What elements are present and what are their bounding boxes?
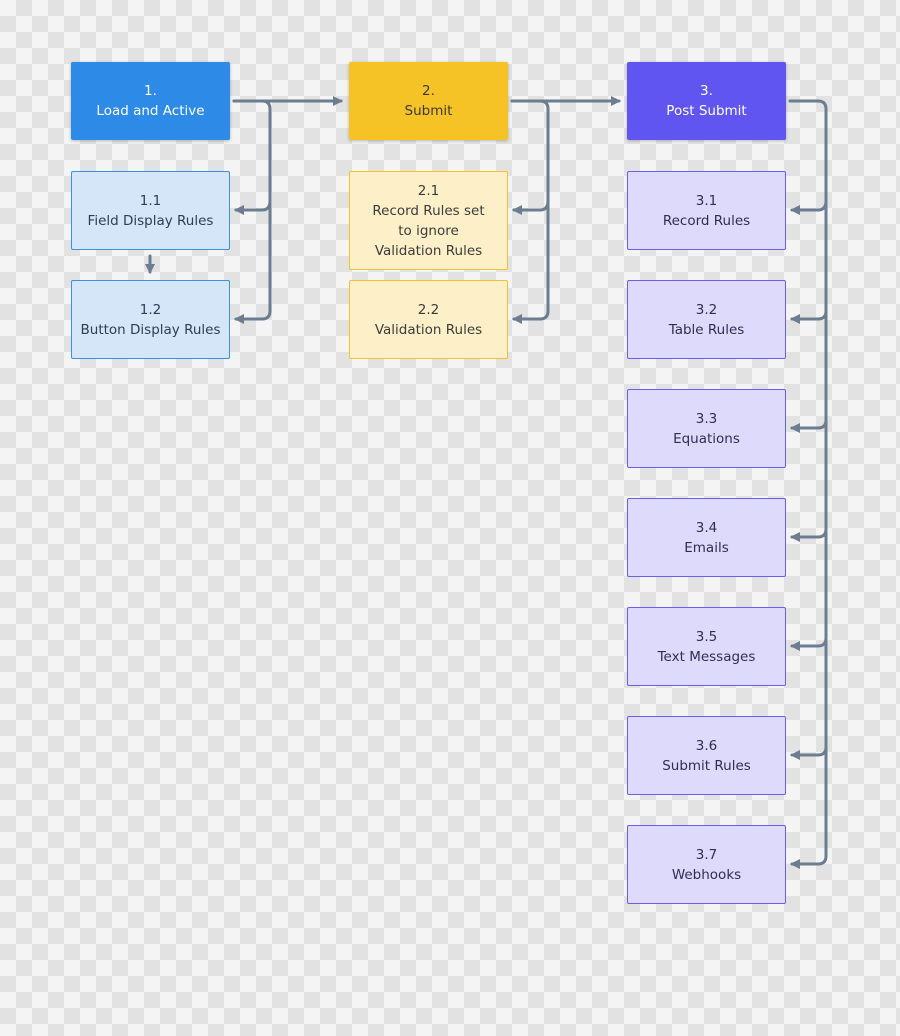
connector-stage3-to-3-1 — [788, 99, 828, 215]
step-number: 3.1 — [695, 192, 718, 209]
connector-stage3-to-3-2 — [790, 198, 828, 324]
step-label: Record Rules set to ignore Validation Ru… — [372, 202, 485, 259]
step-number: 2.2 — [417, 301, 440, 318]
step-webhooks: 3.7 Webhooks — [627, 825, 786, 904]
connector-stage2-to-2-1 — [510, 99, 550, 215]
step-field-display-rules: 1.1 Field Display Rules — [71, 171, 230, 250]
stage-number: 1. — [144, 83, 157, 99]
step-number: 3.7 — [695, 846, 718, 863]
step-number: 1.2 — [139, 301, 162, 318]
step-label: Text Messages — [657, 648, 756, 665]
step-record-rules: 3.1 Record Rules — [627, 171, 786, 250]
step-label: Submit Rules — [662, 757, 751, 774]
step-record-rules-ignore-validation: 2.1 Record Rules set to ignore Validatio… — [349, 171, 508, 270]
connector-stage3-to-3-7 — [790, 743, 828, 869]
stage-label: Post Submit — [666, 103, 747, 119]
stage-label: Load and Active — [96, 103, 205, 119]
step-emails: 3.4 Emails — [627, 498, 786, 577]
connector-stage3-to-3-5 — [790, 525, 828, 651]
step-equations: 3.3 Equations — [627, 389, 786, 468]
step-label: Button Display Rules — [80, 321, 221, 338]
stage-label: Submit — [404, 103, 453, 119]
stage-number: 2. — [422, 83, 435, 99]
stage-number: 3. — [700, 83, 713, 99]
step-number: 3.4 — [695, 519, 718, 536]
step-label: Field Display Rules — [87, 212, 214, 229]
step-label: Validation Rules — [374, 321, 483, 338]
stage-load-and-active: 1. Load and Active — [71, 62, 230, 140]
step-label: Table Rules — [668, 321, 745, 338]
step-number: 3.6 — [695, 737, 718, 754]
connector-stage1-to-1-1 — [232, 99, 272, 215]
connector-stage3-to-3-6 — [790, 634, 828, 760]
step-number: 3.2 — [695, 301, 718, 318]
step-validation-rules: 2.2 Validation Rules — [349, 280, 508, 359]
step-number: 2.1 — [417, 182, 440, 199]
stage-post-submit: 3. Post Submit — [627, 62, 786, 140]
step-label: Equations — [673, 430, 740, 447]
step-label: Webhooks — [671, 866, 742, 883]
connector-stage2-to-2-2 — [512, 198, 550, 324]
step-number: 3.5 — [695, 628, 718, 645]
stage-submit: 2. Submit — [349, 62, 508, 140]
step-table-rules: 3.2 Table Rules — [627, 280, 786, 359]
step-text-messages: 3.5 Text Messages — [627, 607, 786, 686]
step-label: Record Rules — [662, 212, 751, 229]
connector-stage3-to-3-3 — [790, 307, 828, 433]
step-submit-rules: 3.6 Submit Rules — [627, 716, 786, 795]
connector-stage1-to-1-2 — [234, 198, 272, 324]
connector-stage3-to-3-4 — [790, 416, 828, 542]
step-number: 1.1 — [139, 192, 162, 209]
step-number: 3.3 — [695, 410, 718, 427]
step-button-display-rules: 1.2 Button Display Rules — [71, 280, 230, 359]
step-label: Emails — [684, 539, 729, 556]
